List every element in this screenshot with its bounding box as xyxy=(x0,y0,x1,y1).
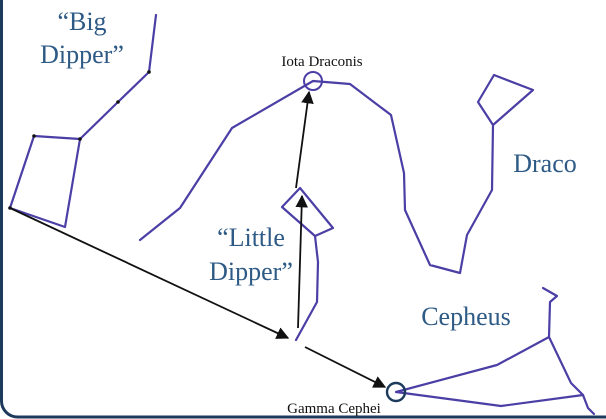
iota-draconis-marker xyxy=(303,71,323,91)
cepheus-label: Cepheus xyxy=(421,302,511,331)
draco-label: Draco xyxy=(513,149,577,178)
big-dipper-label-line2: Dipper” xyxy=(40,40,124,69)
polaris-up-arrow-upper xyxy=(295,90,314,189)
gamma-cephei-label: Gamma Cephei xyxy=(287,401,381,417)
little-dipper-label-line1: “Little xyxy=(217,223,285,252)
cepheus-lines xyxy=(394,286,596,416)
little-dipper-label-line2: Dipper” xyxy=(209,257,293,286)
draco-lines xyxy=(138,73,535,275)
big-dipper-pointer-arrow xyxy=(9,207,290,339)
big-dipper-label-line1: “Big xyxy=(57,7,106,36)
gamma-cephei-marker xyxy=(385,381,407,403)
gamma-cephei-arrow xyxy=(304,346,387,388)
little-dipper-lines xyxy=(280,186,335,342)
iota-draconis-label: Iota Draconis xyxy=(281,54,362,70)
polaris-up-arrow-lower xyxy=(295,194,308,329)
pointer-arrows xyxy=(9,90,387,388)
big-dipper-lines xyxy=(8,13,158,229)
